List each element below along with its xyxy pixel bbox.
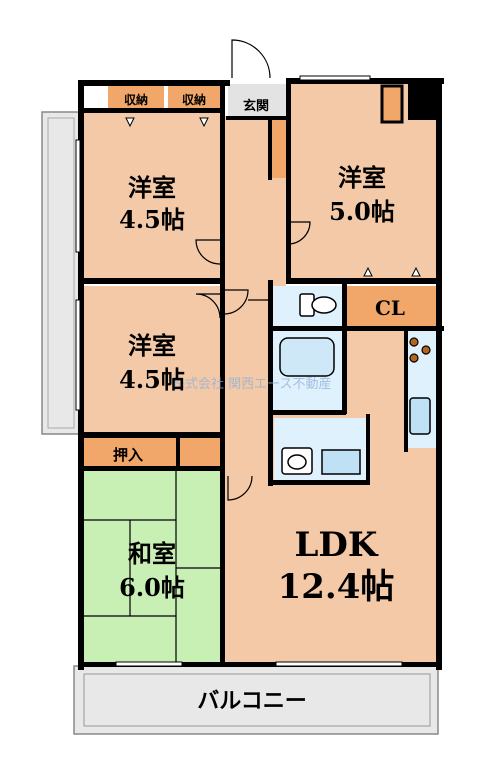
- youshitsu-top-right-size: 5.0帖: [329, 197, 395, 226]
- shoe-cabinet: [270, 120, 286, 178]
- entrance-label: 玄関: [243, 98, 269, 114]
- washitsu-size: 6.0帖: [119, 573, 185, 602]
- storage-markers: [125, 117, 421, 277]
- balcony: [73, 665, 439, 735]
- closet-label: CL: [375, 296, 405, 320]
- balcony-label: バルコニー: [197, 688, 307, 714]
- bathtub-icon: [279, 337, 335, 377]
- shuno-1-box: [108, 86, 164, 112]
- oshiire-label: 押入: [113, 446, 143, 464]
- door-arcs: [195, 39, 311, 501]
- shuno-2-box: [168, 86, 220, 112]
- youshitsu-top-left-size: 4.5帖: [119, 205, 185, 234]
- youshitsu-mid-left-size: 4.5帖: [119, 365, 185, 394]
- oshiire-box: [84, 438, 176, 468]
- windows: [75, 75, 403, 667]
- washitsu-name: 和室: [128, 539, 176, 568]
- shuno-1-label: 収納: [124, 92, 148, 107]
- toilet-icon: [299, 293, 337, 317]
- ldk-size: 12.4帖: [278, 567, 395, 607]
- shuno-2-label: 収納: [182, 92, 206, 107]
- stove-icon: [409, 337, 431, 363]
- watermark: 株式会社 関西エース不動産: [172, 376, 331, 392]
- room-youshitsu-mid-left: [84, 286, 220, 432]
- sink-icon: [409, 397, 431, 435]
- closet-box: [346, 286, 436, 326]
- youshitsu-top-left-name: 洋室: [128, 173, 176, 202]
- tatami-lines: [84, 470, 220, 664]
- room-youshitsu-top-left: [84, 112, 220, 278]
- room-washitsu: [84, 470, 220, 664]
- oshiire-small-box: [180, 438, 220, 468]
- youshitsu-top-right-name: 洋室: [338, 163, 386, 192]
- walls: [78, 78, 444, 670]
- youshitsu-mid-left-name: 洋室: [128, 331, 176, 360]
- washing-machine-icon: [321, 449, 361, 475]
- entrance-box: [228, 84, 286, 120]
- side-balcony: [41, 111, 81, 435]
- ldk-name: LDK: [295, 525, 379, 565]
- washbasin-icon: [281, 447, 313, 475]
